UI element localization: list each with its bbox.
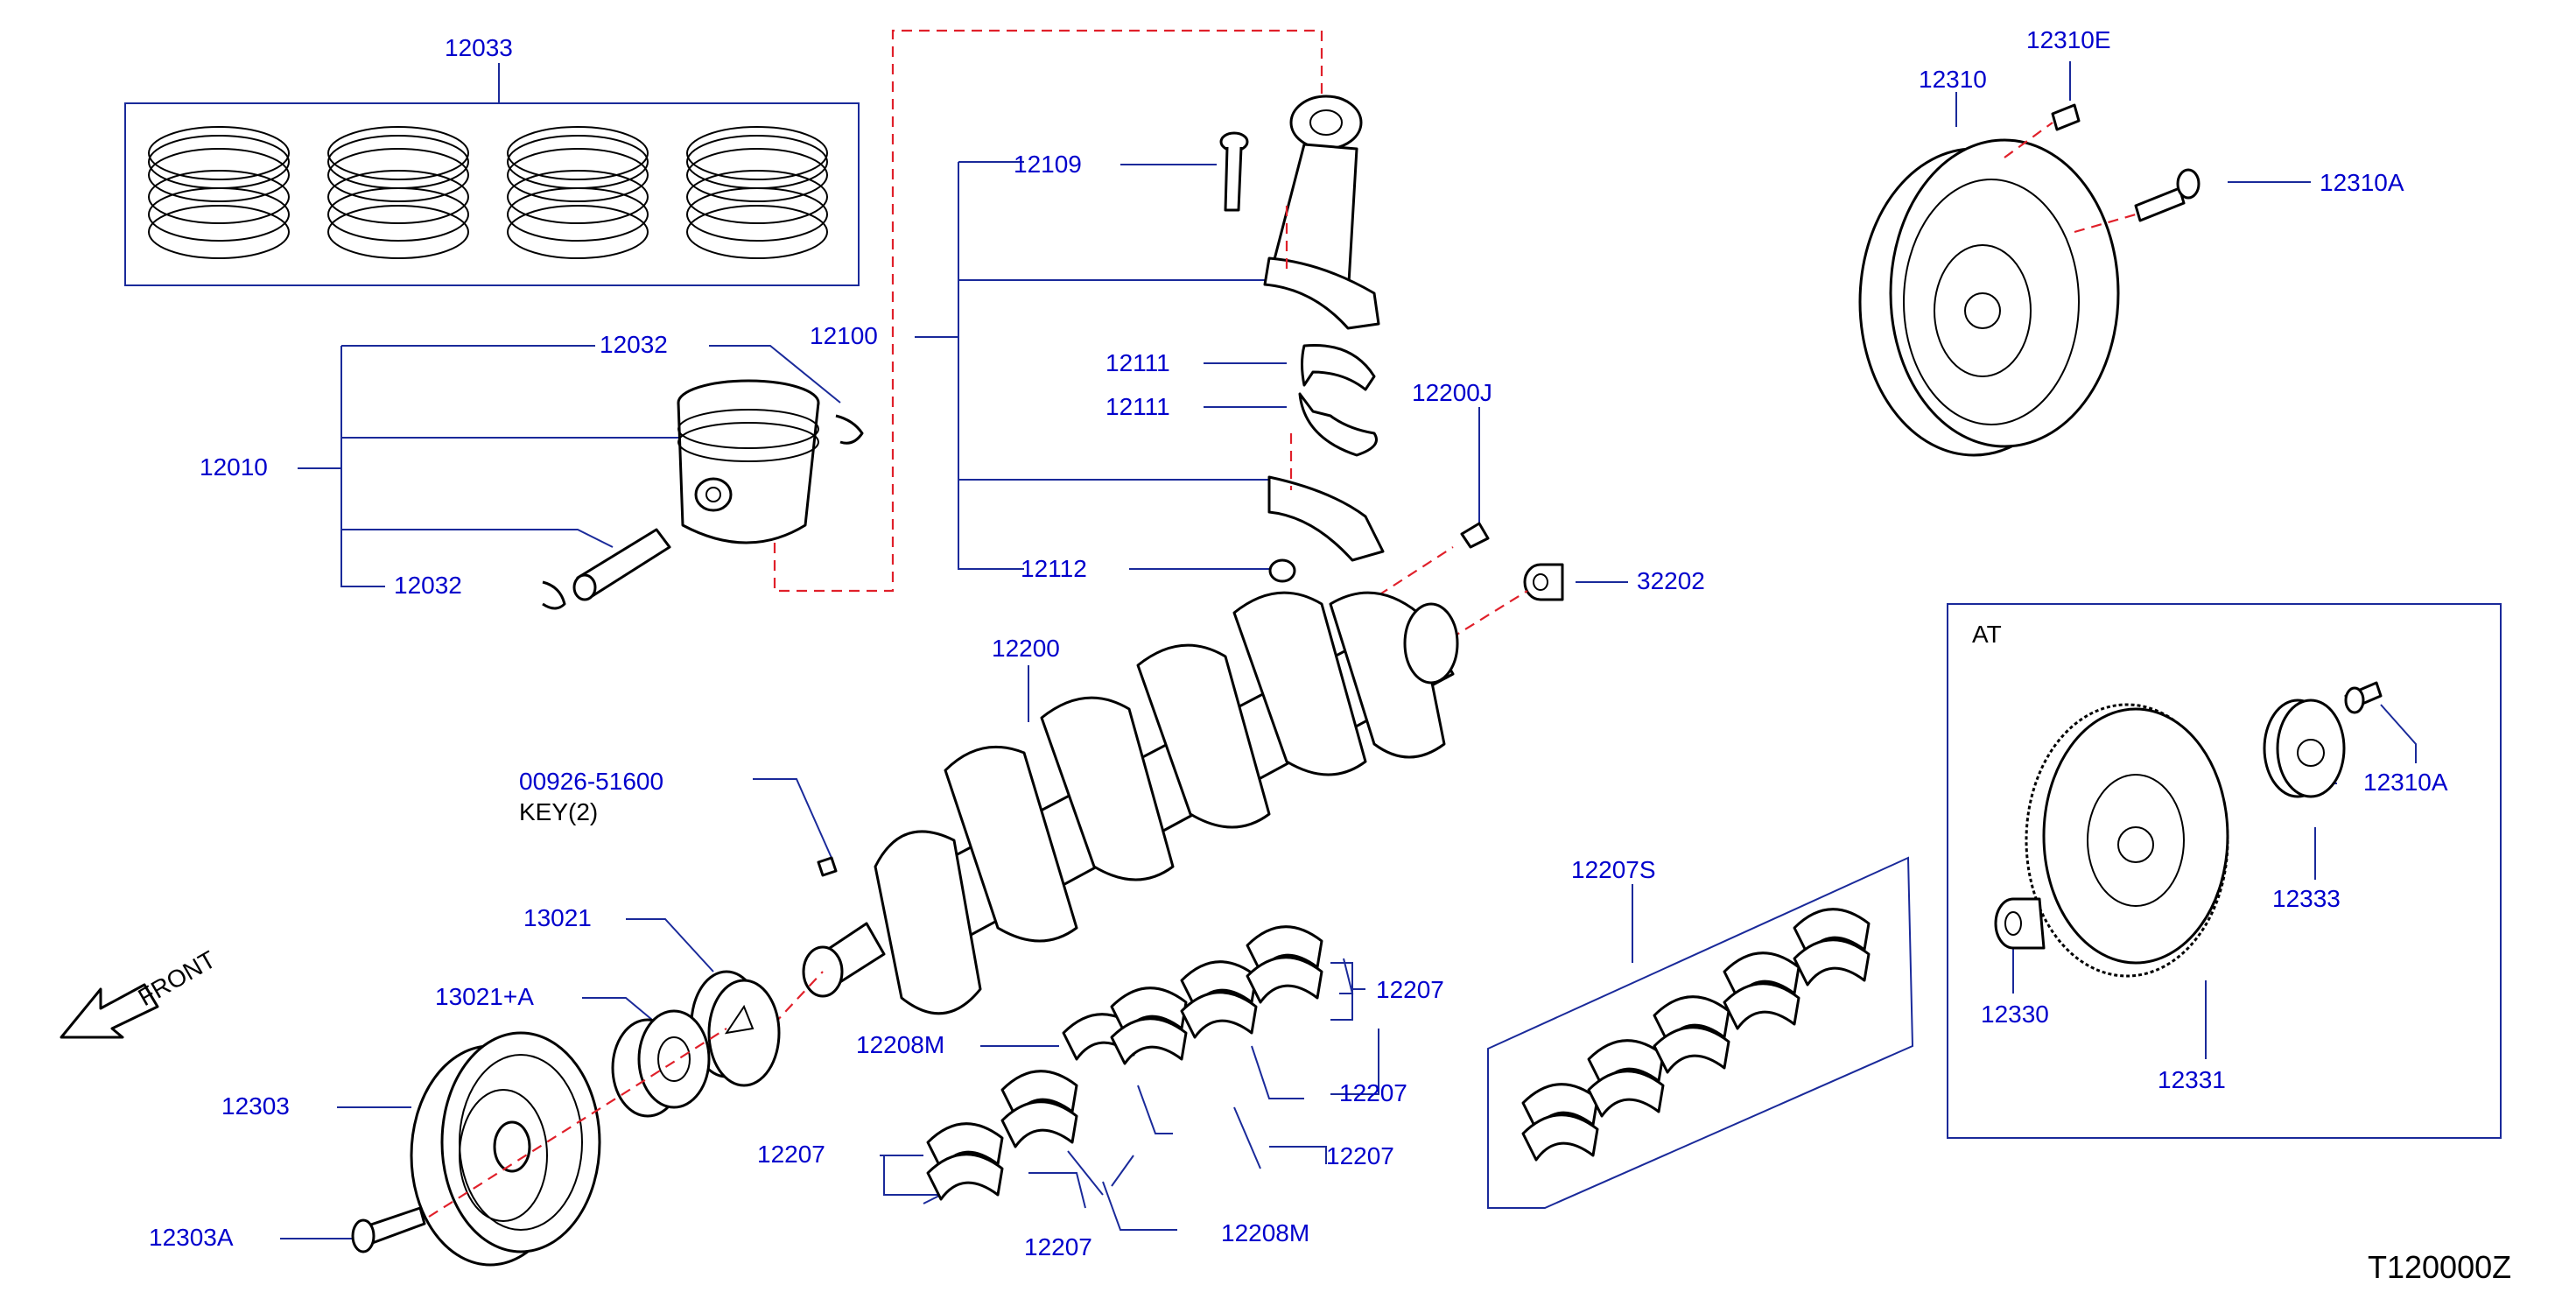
crank-spacer [611,1009,711,1118]
leaders-piston [298,345,841,587]
drive-plate [2025,703,2229,978]
ring-set-2 [327,126,469,259]
label-12331: 12331 [2158,1066,2226,1093]
front-arrow [60,983,159,1039]
label-12208M-lower: 12208M [1221,1219,1309,1246]
label-12207-c: 12207 [1326,1142,1394,1169]
snap-ring-upper [835,414,864,445]
label-12207-e: 12207 [1024,1233,1092,1260]
label-12333: 12333 [2272,885,2341,912]
bearing-set-box [1487,856,1914,1209]
pilot-bushing [1523,563,1564,601]
label-12109: 12109 [1014,151,1082,178]
leader-key [753,778,832,859]
front-arrow-icon [60,983,159,1039]
label-00926-51600: 00926-51600 [519,768,663,795]
label-12208M-upper: 12208M [856,1031,944,1058]
ring-set-4 [686,126,828,259]
leaders-conrod [915,161,1287,570]
leaders-pilot [1478,407,1628,583]
label-12310E: 12310E [2026,26,2111,53]
front-parts [280,918,781,1267]
label-12303: 12303 [221,1092,290,1120]
piston-rings-box [124,102,860,286]
label-12200J: 12200J [1412,379,1492,406]
label-12100: 12100 [810,322,878,349]
label-12207-a: 12207 [1376,976,1444,1003]
ring-set-1 [148,126,290,259]
bearing-shell-lower [1298,392,1378,457]
conrod-group [915,95,1385,583]
label-12112: 12112 [1021,555,1087,582]
at-box [1947,603,2502,1139]
conrod-nut [1268,558,1296,583]
woodruff-key [753,778,838,877]
label-12200: 12200 [992,635,1060,662]
pulley-bolt [351,1206,426,1253]
at-bolt [2344,681,2383,714]
rod-centerline [1285,206,1293,490]
reinforcement-plate [2263,699,2346,798]
ring-set-3 [507,126,649,259]
label-12111-lower: 12111 [1106,393,1170,420]
flywheel-centerlines [2004,122,2137,234]
bearing-shell-upper [1301,343,1376,391]
piston-rod-centerline [773,29,1323,593]
connecting-rod [1263,95,1380,330]
label-12310A: 12310A [2320,169,2404,196]
piston-rings-group [124,63,860,286]
conrod-cap [1267,475,1385,562]
label-12010: 12010 [200,453,268,481]
label-32202: 32202 [1637,567,1705,594]
bearing-set-12207S [1487,856,1914,1209]
main-bearings [880,925,1379,1231]
label-12032-bottom: 12032 [394,572,462,599]
label-12310A-at: 12310A [2363,769,2448,796]
at-group [1947,603,2502,1139]
pilot-converter [1994,897,2046,950]
leaders-flywheel [1955,61,2311,183]
flywheel-dowel [2051,103,2081,131]
label-12032-top: 12032 [600,331,668,358]
piston-pin [572,528,671,601]
snap-ring-lower [542,580,566,610]
leaders-bearings-2 [1067,962,1365,1196]
label-12330: 12330 [1981,1001,2049,1028]
crank-sprocket [690,970,781,1087]
crankshaft [761,591,1459,1038]
label-13021: 13021 [523,904,592,931]
label-12303A: 12303A [149,1224,234,1251]
flywheel-bolt [2134,168,2200,222]
label-12310: 12310 [1919,66,1987,93]
diagram-code: T120000Z [2368,1249,2511,1285]
label-12207S: 12207S [1571,856,1656,883]
label-12033: 12033 [445,34,513,61]
piston [677,379,820,544]
flywheel-mt [1858,61,2311,457]
dowel-pin-12200J [1460,522,1490,549]
crank-pulley [410,1031,601,1267]
label-at: AT [1972,621,2002,648]
leaders-front [280,918,714,1239]
label-12207-d: 12207 [757,1141,825,1168]
label-12111-upper: 12111 [1106,349,1170,376]
crank-front-centerline [761,971,824,1038]
piston-group [298,345,864,610]
front-centerline [428,1028,727,1218]
conrod-bolt [1219,131,1249,212]
label-key: KEY(2) [519,798,598,825]
pilot-parts [1378,407,1628,649]
label-13021-a: 13021+A [435,983,534,1010]
label-12207-b: 12207 [1339,1079,1407,1106]
